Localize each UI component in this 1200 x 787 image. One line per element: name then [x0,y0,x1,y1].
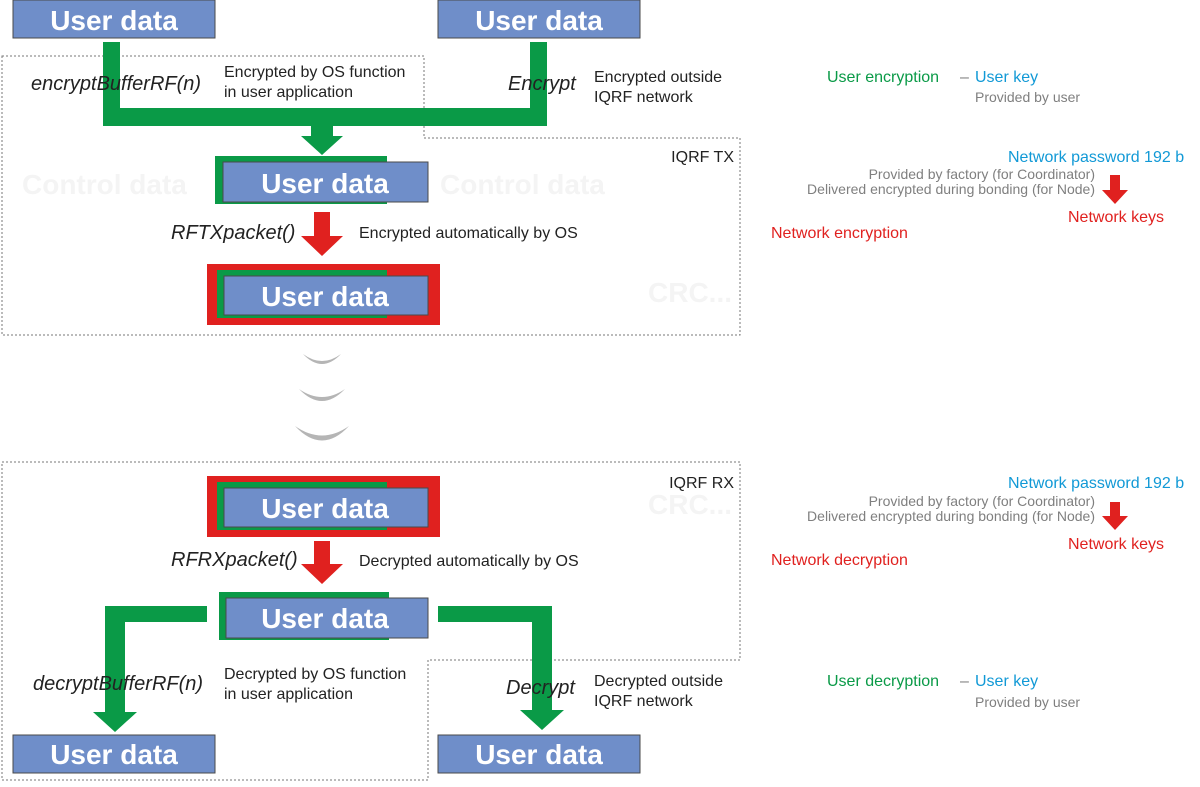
encrypt-outside-note-line2: IQRF network [594,89,694,106]
user-data-label: User data [261,603,389,634]
encrypt-outside-note-line1: Encrypted outside [594,69,722,86]
rx-area-outline [1,461,741,781]
legend-dash: – [960,69,969,86]
encrypt-fn-note-line2: in user application [224,84,353,101]
user-data-box-tx-2 [223,275,429,316]
decrypt-outside-note-line1: Decrypted outside [594,673,723,690]
legend-provided-by-user: Provided by user [975,89,1080,105]
encrypt-outside-fn: Encrypt [508,73,577,95]
ghost-crc-tx: CRC... [648,277,732,308]
rx-area-label: IQRF RX [669,475,734,492]
legend-user-key: User key [975,673,1038,690]
legend-network-password: Network password 192 b [1008,475,1184,492]
user-data-label: User data [475,5,603,36]
user-encryption-arrow [103,42,547,155]
user-data-box-rx-2 [225,597,429,639]
rftxpacket-note: Encrypted automatically by OS [359,225,578,242]
legend-network-decryption: Network decryption [771,552,908,569]
radio-wave-icon [295,426,349,441]
legend-user-key: User key [975,69,1038,86]
legend-network-keys: Network keys [1068,536,1164,553]
radio-wave-icon [299,389,345,401]
tx-area-label: IQRF TX [671,149,734,166]
rftxpacket-fn: RFTXpacket() [171,222,295,244]
down-arrow-icon [1102,175,1128,204]
user-decryption-arrow-right [438,606,564,730]
user-data-label: User data [475,739,603,770]
user-data-box-rx-1 [223,487,429,528]
legend-factory-coordinator: Provided by factory (for Coordinator) [869,166,1095,182]
user-data-label: User data [261,281,389,312]
legend-user-decryption: User decryption [827,673,939,690]
encrypt-buffer-fn: encryptBufferRF(n) [31,73,201,95]
user-data-box-top-left [12,0,216,39]
user-data-box-top-right [437,0,641,39]
legend-network-encryption: Network encryption [771,225,908,242]
network-decryption-arrow [301,541,343,584]
ghost-control-data-right: Control data [440,169,605,200]
tx-area-outline [1,55,741,336]
legend-user-encryption: User encryption [827,69,939,86]
decrypt-outside-fn: Decrypt [506,677,576,699]
decrypt-outside-note-line2: IQRF network [594,693,694,710]
user-data-box-bottom-right [437,734,641,774]
rfrxpacket-note: Decrypted automatically by OS [359,553,579,570]
legend-factory-coordinator: Provided by factory (for Coordinator) [869,493,1095,509]
legend-bonding-node: Delivered encrypted during bonding (for … [807,181,1095,197]
network-encryption-arrow [301,212,343,256]
ghost-control-data-left: Control data [22,169,187,200]
legend-network-password: Network password 192 b [1008,149,1184,166]
ghost-crc-rx: CRC... [648,489,732,520]
decrypt-buffer-fn: decryptBufferRF(n) [33,673,203,695]
encrypt-fn-note-line1: Encrypted by OS function [224,64,405,81]
rfrxpacket-fn: RFRXpacket() [171,549,298,571]
legend-dash: – [960,673,969,690]
user-data-box-bottom-left [12,734,216,774]
radio-wave-icon [303,354,341,364]
user-decryption-arrow-left [93,606,207,732]
decrypt-fn-note-line1: Decrypted by OS function [224,666,406,683]
legend-provided-by-user: Provided by user [975,694,1080,710]
down-arrow-icon [1102,502,1128,530]
legend-bonding-node: Delivered encrypted during bonding (for … [807,508,1095,524]
legend-network-keys: Network keys [1068,209,1164,226]
user-data-label: User data [50,5,178,36]
decrypt-fn-note-line2: in user application [224,686,353,703]
user-data-label: User data [261,493,389,524]
user-data-label: User data [50,739,178,770]
user-data-label: User data [261,168,389,199]
user-data-box-tx-1 [222,161,429,203]
